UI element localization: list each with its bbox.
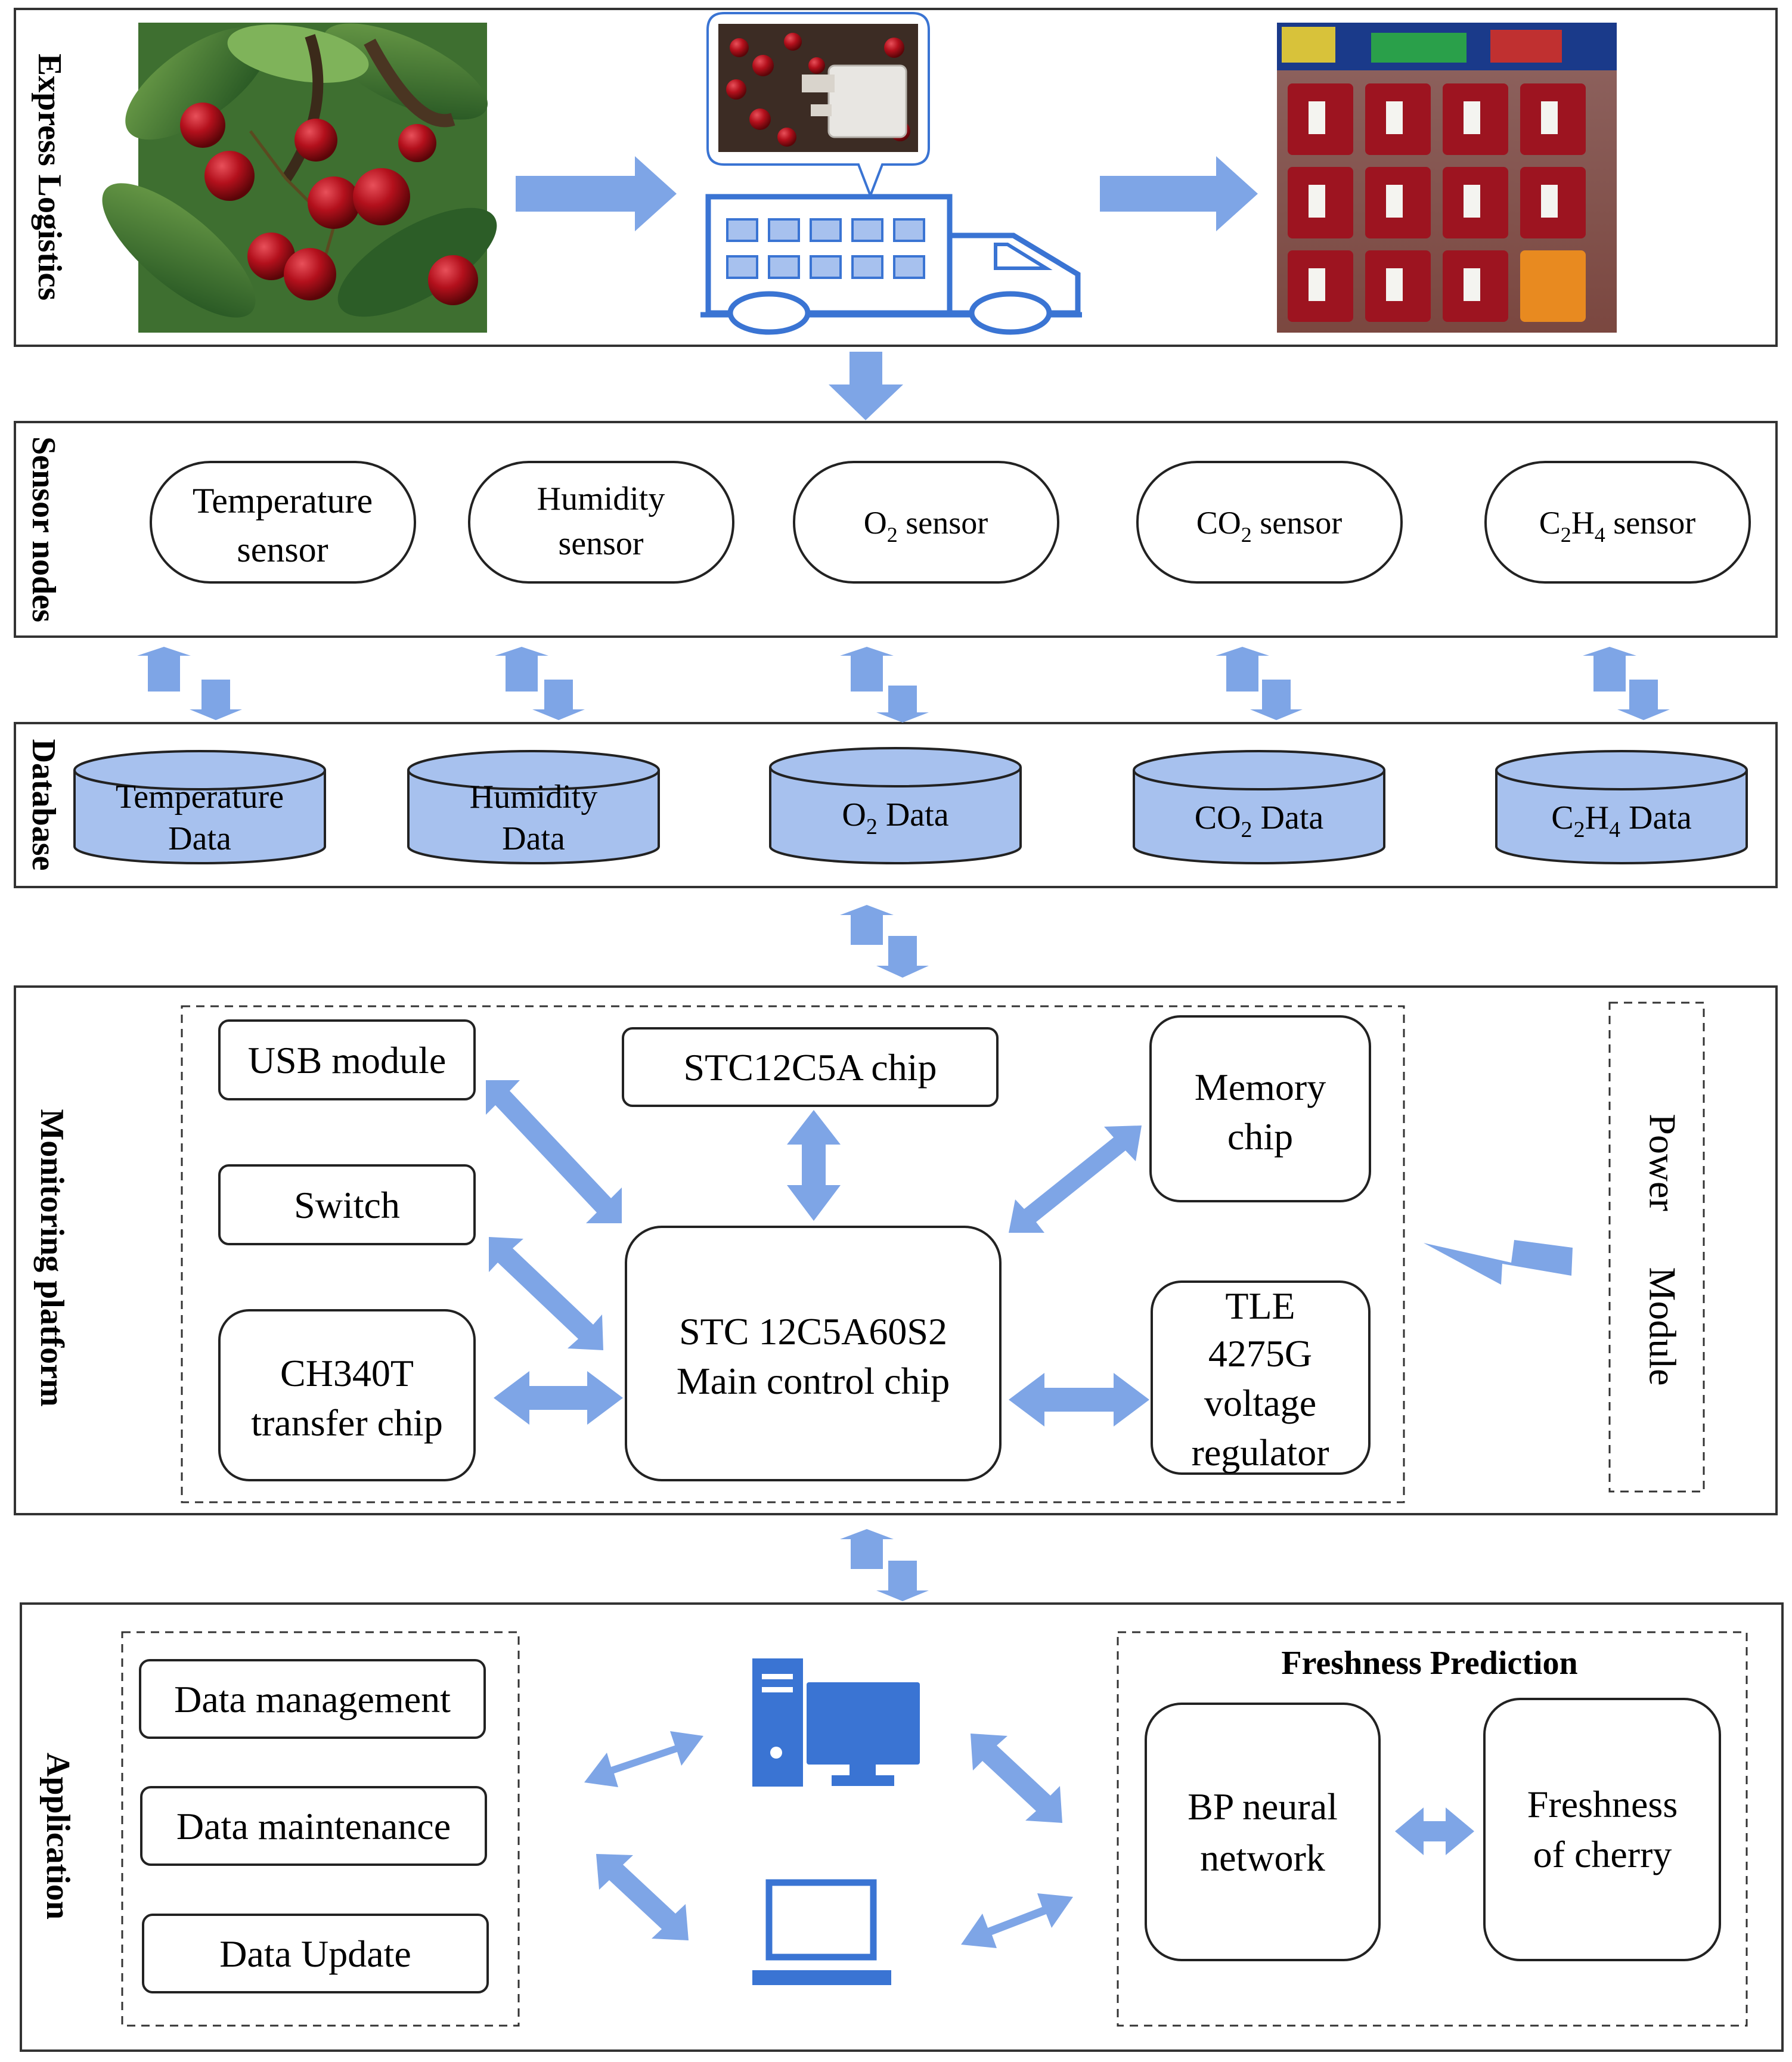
svg-text:O2 Data: O2 Data: [842, 796, 948, 839]
database-temperature-data: Temperature Data: [73, 750, 326, 864]
lightning-icon: [1424, 1240, 1573, 1285]
application-arrows: [584, 1731, 1474, 1948]
application-label: Application: [39, 1753, 76, 1920]
svg-text:BP neural: BP neural: [1188, 1785, 1338, 1828]
svg-text:4275G: 4275G: [1208, 1332, 1312, 1375]
svg-text:Freshness: Freshness: [1527, 1783, 1678, 1825]
freshness-prediction-title: Freshness Prediction: [1281, 1645, 1577, 1682]
data-functions-group: [121, 1631, 520, 2027]
svg-text:network: network: [1200, 1837, 1325, 1879]
truck-icon: [700, 194, 1082, 335]
stc12c5a-chip-box: STC12C5A chip: [622, 1027, 999, 1107]
svg-text:Data management: Data management: [174, 1678, 451, 1720]
database-label: Database: [25, 739, 62, 871]
sensor-node-temperature: Temperature sensor: [150, 461, 416, 584]
sensor-node-humidity: Humidity sensor: [468, 461, 734, 584]
svg-text:Switch: Switch: [294, 1184, 400, 1226]
database-o2-data: O2 Data: [769, 747, 1022, 864]
memory-chip-box: Memory chip: [1149, 1015, 1371, 1202]
down-arrow-logistics-to-sensors: [829, 352, 903, 420]
express-logistics-label: Express Logistics: [31, 54, 68, 300]
svg-text:CH340T: CH340T: [280, 1352, 414, 1394]
svg-text:sensor: sensor: [558, 525, 643, 562]
sensor-in-cherry-box-photo: [706, 12, 930, 199]
svg-text:Data: Data: [168, 820, 231, 857]
sensor-node-co2: CO2 sensor: [1136, 461, 1403, 584]
data-maintenance-box: Data maintenance: [140, 1786, 487, 1866]
sensor-node-o2: O2 sensor: [793, 461, 1059, 584]
svg-text:voltage: voltage: [1204, 1382, 1316, 1424]
svg-text:C2H4 sensor: C2H4 sensor: [1539, 505, 1696, 547]
cherry-tree-photo: [102, 23, 497, 333]
svg-text:USB module: USB module: [248, 1039, 446, 1081]
bp-neural-network-box: BP neural network: [1145, 1703, 1381, 1961]
voltage-regulator-box: TLE 4275G voltage regulator: [1151, 1280, 1371, 1475]
freshness-of-cherry-box: Freshness of cherry: [1483, 1698, 1721, 1961]
data-management-box: Data management: [139, 1659, 486, 1739]
svg-text:Power: Power: [1641, 1114, 1684, 1211]
svg-text:TLE: TLE: [1225, 1285, 1295, 1327]
monitoring-platform-label: Monitoring platform: [33, 1109, 70, 1406]
laptop-icon: [752, 1879, 891, 1985]
cargo-boxes: [726, 218, 925, 279]
svg-text:sensor: sensor: [237, 530, 328, 569]
svg-text:Data maintenance: Data maintenance: [176, 1805, 451, 1847]
ch340t-transfer-chip-box: CH340T transfer chip: [218, 1309, 476, 1481]
svg-text:chip: chip: [1227, 1115, 1293, 1158]
svg-text:Temperature: Temperature: [193, 481, 373, 520]
sensor-nodes-label: Sensor nodes: [25, 436, 62, 622]
svg-text:Module: Module: [1641, 1267, 1684, 1385]
svg-text:Humidity: Humidity: [470, 779, 598, 816]
monitoring-internal-arrows: [486, 1080, 1149, 1427]
power-module-box: Power Module: [1608, 1001, 1705, 1493]
svg-text:of cherry: of cherry: [1533, 1833, 1672, 1875]
svg-text:regulator: regulator: [1192, 1431, 1329, 1474]
svg-text:O2 sensor: O2 sensor: [864, 505, 988, 547]
sensor-node-c2h4: C2H4 sensor: [1484, 461, 1751, 584]
database-co2-data: CO2 Data: [1133, 750, 1385, 864]
database-humidity-data: Humidity Data: [407, 750, 660, 864]
svg-text:STC12C5A chip: STC12C5A chip: [684, 1046, 937, 1089]
main-control-chip-box: STC 12C5A60S2 Main control chip: [625, 1226, 1002, 1481]
switch-box: Switch: [218, 1164, 476, 1245]
svg-text:STC 12C5A60S2: STC 12C5A60S2: [679, 1310, 947, 1353]
svg-text:transfer chip: transfer chip: [251, 1401, 443, 1444]
data-update-box: Data Update: [142, 1914, 489, 1993]
db-monitoring-arrows: [840, 905, 929, 978]
usb-module-box: USB module: [218, 1019, 476, 1100]
desktop-computer-icon: [752, 1658, 920, 1787]
svg-text:Humidity: Humidity: [537, 480, 665, 517]
svg-text:C2H4 Data: C2H4 Data: [1551, 799, 1692, 842]
database-c2h4-data: C2H4 Data: [1495, 750, 1748, 864]
svg-text:Memory: Memory: [1195, 1066, 1326, 1108]
svg-text:Data: Data: [502, 820, 565, 857]
sensor-db-arrows: [137, 647, 1670, 723]
monitoring-application-arrows: [840, 1529, 929, 1601]
svg-text:Main control chip: Main control chip: [677, 1360, 950, 1402]
flow-arrow-2: [1100, 156, 1258, 231]
svg-text:Data Update: Data Update: [219, 1933, 411, 1975]
svg-text:Temperature: Temperature: [116, 779, 284, 816]
supermarket-cherries-photo: [1277, 23, 1617, 333]
freshness-prediction-group: [1117, 1631, 1748, 2027]
svg-text:CO2 sensor: CO2 sensor: [1196, 505, 1343, 547]
flow-arrow-1: [516, 156, 677, 231]
svg-text:CO2 Data: CO2 Data: [1195, 799, 1324, 842]
